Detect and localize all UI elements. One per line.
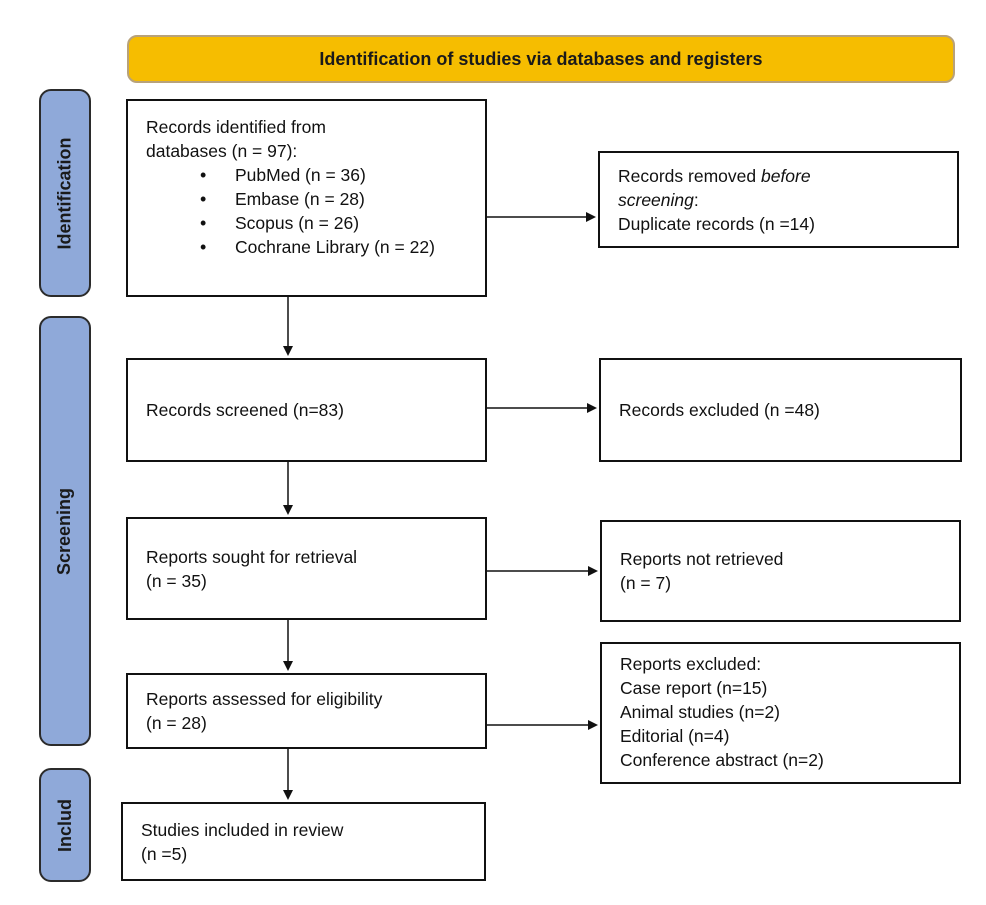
studies-included-box: Studies included in review (n =5) [121,802,486,881]
database-item-cochrane: Cochrane Library (n = 22) [200,235,467,259]
reports-not-retrieved-box: Reports not retrieved (n = 7) [600,520,961,622]
phase-included-text: Includ [54,798,75,852]
phase-screening-text: Screening [54,487,75,575]
records-identified-box: Records identified from databases (n = 9… [126,99,487,297]
records-identified-line2: databases (n = 97): [146,141,298,161]
header-title: Identification of studies via databases … [319,48,763,69]
database-item-scopus: Scopus (n = 26) [200,211,467,235]
records-removed-heading-2: screening: [618,188,939,212]
reports-sought-line1: Reports sought for retrieval [146,546,358,567]
database-item-pubmed: PubMed (n = 36) [200,163,467,187]
exclusion-reason-editorial: Editorial (n=4) [620,726,730,746]
exclusion-reason-case-report: Case report (n=15) [620,678,768,698]
records-removed-emphasis-2: screening [618,189,694,210]
phase-label-included: Includ [39,768,91,882]
reports-not-retrieved-line1: Reports not retrieved [620,549,784,569]
header-banner: Identification of studies via databases … [127,35,955,83]
database-list: PubMed (n = 36) Embase (n = 28) Scopus (… [146,163,467,259]
phase-label-screening: Screening [39,316,91,746]
database-item-embase: Embase (n = 28) [200,187,467,211]
records-removed-emphasis: before [760,165,811,186]
phase-label-identification: Identification [39,89,91,297]
records-excluded-box: Records excluded (n =48) [599,358,962,462]
phase-identification-text: Identification [54,137,75,249]
records-removed-heading: Records removed before [618,164,939,188]
reports-not-retrieved-line2: (n = 7) [620,573,672,593]
reports-excluded-box: Reports excluded: Case report (n=15) Ani… [600,642,961,784]
records-removed-detail: Duplicate records (n =14) [618,213,815,234]
records-screened-text: Records screened (n=83) [146,400,344,420]
reports-sought-line2: (n = 35) [146,570,207,591]
reports-assessed-line1: Reports assessed for eligibility [146,689,383,709]
records-identified-line1: Records identified from [146,117,326,137]
studies-included-line1: Studies included in review [141,819,344,840]
records-screened-box: Records screened (n=83) [126,358,487,462]
records-excluded-text: Records excluded (n =48) [619,400,820,420]
exclusion-reason-animal-studies: Animal studies (n=2) [620,702,781,722]
records-removed-prefix: Records removed [618,165,761,186]
reports-sought-box: Reports sought for retrieval (n = 35) [126,517,487,620]
exclusion-reason-conference-abstract: Conference abstract (n=2) [620,750,824,770]
studies-included-line2: (n =5) [141,843,188,864]
records-removed-box: Records removed before screening: Duplic… [598,151,959,248]
reports-assessed-box: Reports assessed for eligibility (n = 28… [126,673,487,749]
records-removed-suffix: : [693,189,699,210]
reports-assessed-line2: (n = 28) [146,713,207,733]
reports-excluded-title: Reports excluded: [620,654,762,674]
